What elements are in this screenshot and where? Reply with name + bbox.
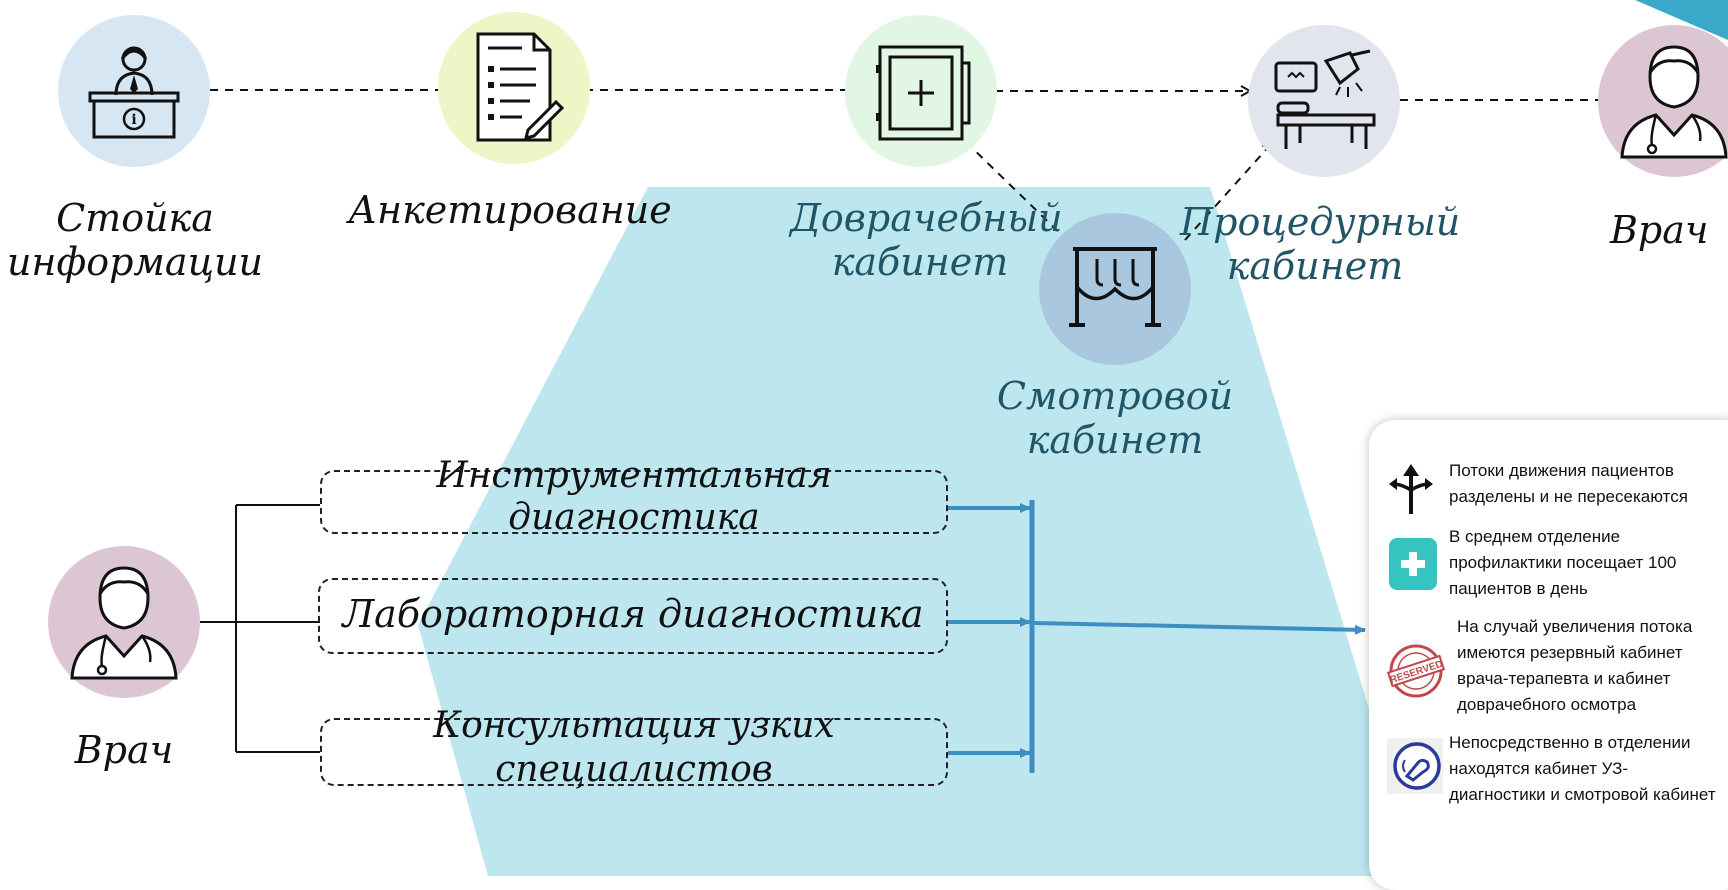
- corner-accent: [1635, 0, 1728, 40]
- info-item-ultrasound: Непосредственно в отделении находятся ка…: [1449, 733, 1716, 804]
- doctor-icon: [70, 566, 178, 680]
- info-item-reserve: На случай увеличения потока имеются резе…: [1457, 617, 1693, 714]
- reception-desk-icon: i: [88, 46, 180, 139]
- procedure-circle: [1248, 25, 1400, 177]
- prevrach-circle: [845, 15, 997, 167]
- instrumental-box: [320, 470, 948, 534]
- doctor-left-label: Врач: [74, 728, 174, 772]
- consult-box: [320, 718, 948, 786]
- svg-text:i: i: [131, 112, 136, 128]
- consult-line1: Консультация узких: [433, 705, 835, 746]
- info-desk-circle: i: [58, 15, 210, 167]
- instrumental-line2: диагностика: [508, 497, 760, 538]
- survey-circle: [438, 12, 590, 164]
- info-item-visits: В среднем отделение профилактики посещае…: [1449, 527, 1677, 598]
- exam-curtain-icon: [1069, 247, 1161, 327]
- exam-label: Смотровой кабинет: [996, 374, 1234, 462]
- questionnaire-icon: [476, 32, 565, 142]
- survey-label: Анкетирование: [348, 188, 672, 232]
- background-hexagon: [418, 187, 1420, 876]
- doctor-top-circle: [1598, 25, 1728, 177]
- info-item-flows: Потоки движения пациентов разделены и не…: [1449, 461, 1688, 506]
- consult-line2: специалистов: [495, 749, 773, 790]
- doctor-top-label: Врач: [1610, 208, 1709, 252]
- info-panel: Потоки движения пациентов разделены и не…: [1369, 420, 1728, 890]
- split-arrows-icon: [1387, 460, 1435, 520]
- reserved-stamp-icon: RESERVED: [1386, 642, 1446, 704]
- medical-cross-icon: [1387, 536, 1439, 596]
- connector-exam-to-procedure: [1184, 143, 1272, 241]
- info-desk-label: Стойка информации: [6, 196, 264, 284]
- doctor-left-circle: [48, 546, 200, 698]
- exam-circle: [1039, 213, 1191, 365]
- lab-box: [318, 578, 948, 654]
- lab-label: Лабораторная диагностика: [342, 592, 924, 636]
- doctor-icon: [1620, 45, 1728, 159]
- procedure-room-icon: [1274, 49, 1376, 149]
- medicine-cabinet-icon: [876, 45, 971, 141]
- procedure-label: Процедурный кабинет: [1180, 200, 1461, 288]
- prevrach-label: Доврачебный кабинет: [790, 196, 1063, 284]
- connector-prevrach-to-exam: [965, 141, 1072, 245]
- ultrasound-icon: [1387, 738, 1443, 798]
- arrow-to-info-panel: [1033, 621, 1366, 635]
- instrumental-line1: Инструментальная: [436, 455, 832, 496]
